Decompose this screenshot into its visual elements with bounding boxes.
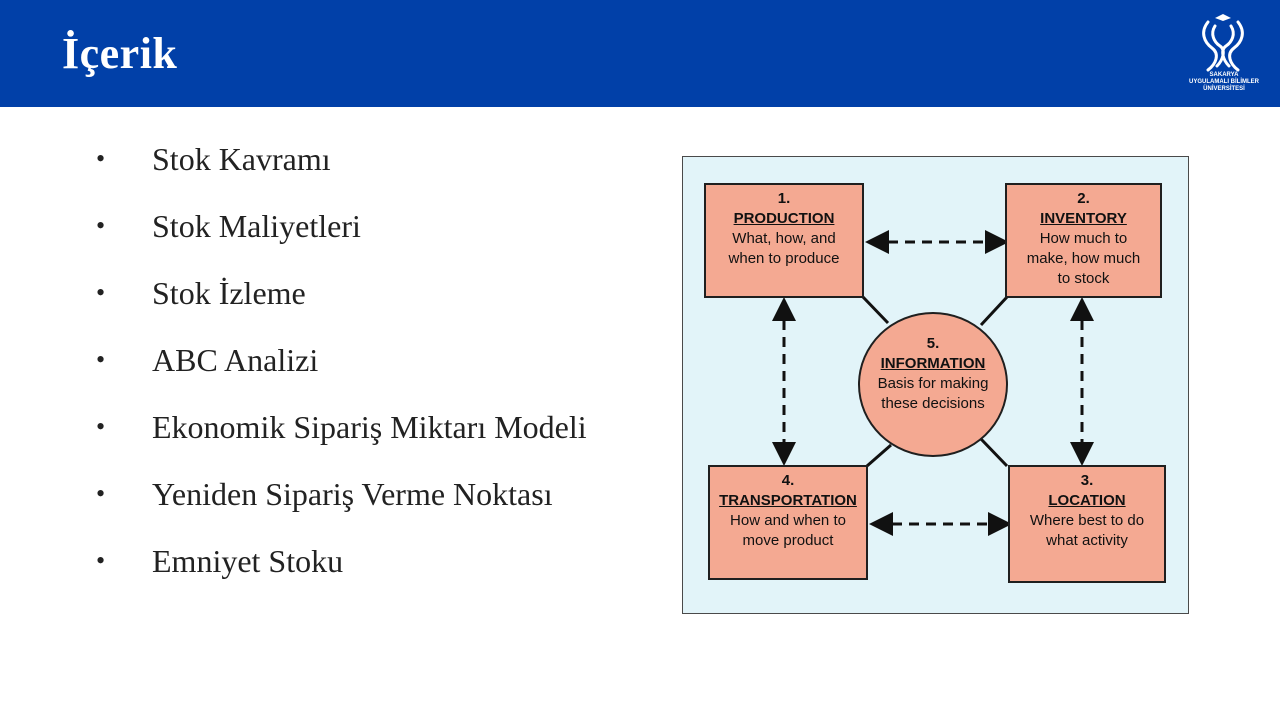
- topic-item: • ABC Analizi: [96, 334, 616, 386]
- topic-label: ABC Analizi: [152, 342, 319, 378]
- topic-item: • Stok Kavramı: [96, 133, 616, 185]
- transportation-desc-2: move product: [742, 532, 834, 549]
- connector-location-info: [979, 437, 1009, 468]
- topic-label: Stok İzleme: [152, 275, 306, 311]
- connector-transport-info: [866, 443, 892, 468]
- bullet-icon: •: [96, 144, 106, 173]
- inventory-desc-1: How much to: [1039, 230, 1128, 247]
- inventory-desc-2: make, how much: [1026, 250, 1141, 267]
- production-desc-1: What, how, and: [732, 230, 836, 247]
- information-desc-1: Basis for making: [877, 375, 989, 392]
- location-box: 3. LOCATION Where best to do what activi…: [1008, 465, 1166, 583]
- topic-list: • Stok Kavramı • Stok Maliyetleri • Stok İz…: [96, 133, 616, 602]
- inventory-box: 2. INVENTORY How much to make, how much …: [1005, 183, 1162, 298]
- inventory-heading: INVENTORY: [1040, 210, 1127, 227]
- logistics-diagram: 1. PRODUCTION What, how, and when to pro…: [682, 156, 1189, 614]
- topic-label: Ekonomik Sipariş Miktarı Modeli: [152, 409, 587, 445]
- location-desc-2: what activity: [1046, 532, 1128, 549]
- bullet-icon: •: [96, 412, 106, 441]
- bullet-icon: •: [96, 546, 106, 575]
- information-circle: 5. INFORMATION Basis for making these de…: [858, 312, 1008, 457]
- information-number: 5.: [926, 335, 940, 352]
- connector-production-info: [861, 295, 890, 325]
- topic-item: • Stok İzleme: [96, 267, 616, 319]
- bullet-icon: •: [96, 345, 106, 374]
- information-desc-2: these decisions: [881, 395, 985, 412]
- university-logo-icon: [1202, 14, 1244, 72]
- inventory-desc-3: to stock: [1057, 270, 1110, 287]
- topic-label: Stok Maliyetleri: [152, 208, 361, 244]
- inventory-number: 2.: [1077, 190, 1090, 207]
- connector-inventory-info: [979, 295, 1009, 327]
- location-number: 3.: [1080, 472, 1094, 489]
- topic-item: • Stok Maliyetleri: [96, 200, 616, 252]
- topic-item: • Emniyet Stoku: [96, 535, 616, 587]
- topic-item: • Yeniden Sipariş Verme Noktası: [96, 468, 616, 520]
- header-bar: İçerik SAKARYA UYGULAMALI BİLİMLER ÜNİVE…: [0, 0, 1280, 107]
- topic-label: Yeniden Sipariş Verme Noktası: [152, 476, 553, 512]
- logo-line-2: UYGULAMALI BİLİMLER: [1189, 79, 1259, 85]
- production-heading: PRODUCTION: [733, 210, 835, 227]
- location-heading: LOCATION: [1048, 492, 1126, 509]
- production-desc-2: when to produce: [728, 250, 840, 267]
- diagram-connectors: [772, 230, 1094, 536]
- location-desc-1: Where best to do: [1029, 512, 1145, 529]
- topic-item: • Ekonomik Sipariş Miktarı Modeli: [96, 401, 616, 453]
- transportation-number: 4.: [781, 472, 795, 489]
- production-number: 1.: [777, 190, 791, 207]
- logo-line-1: SAKARYA: [1209, 72, 1239, 78]
- topic-label: Stok Kavramı: [152, 141, 331, 177]
- slide-title: İçerik: [62, 29, 178, 78]
- logo-line-3: ÜNİVERSİTESİ: [1203, 86, 1245, 92]
- logo-caption: SAKARYA UYGULAMALI BİLİMLER ÜNİVERSİTESİ: [1178, 72, 1270, 93]
- bullet-icon: •: [96, 211, 106, 240]
- bullet-icon: •: [96, 479, 106, 508]
- transportation-box: 4. TRANSPORTATION How and when to move p…: [708, 465, 868, 580]
- bullet-icon: •: [96, 278, 106, 307]
- information-heading: INFORMATION: [880, 355, 986, 372]
- topic-label: Emniyet Stoku: [152, 543, 344, 579]
- transportation-heading: TRANSPORTATION: [719, 492, 857, 509]
- production-box: 1. PRODUCTION What, how, and when to pro…: [704, 183, 864, 298]
- transportation-desc-1: How and when to: [730, 512, 846, 529]
